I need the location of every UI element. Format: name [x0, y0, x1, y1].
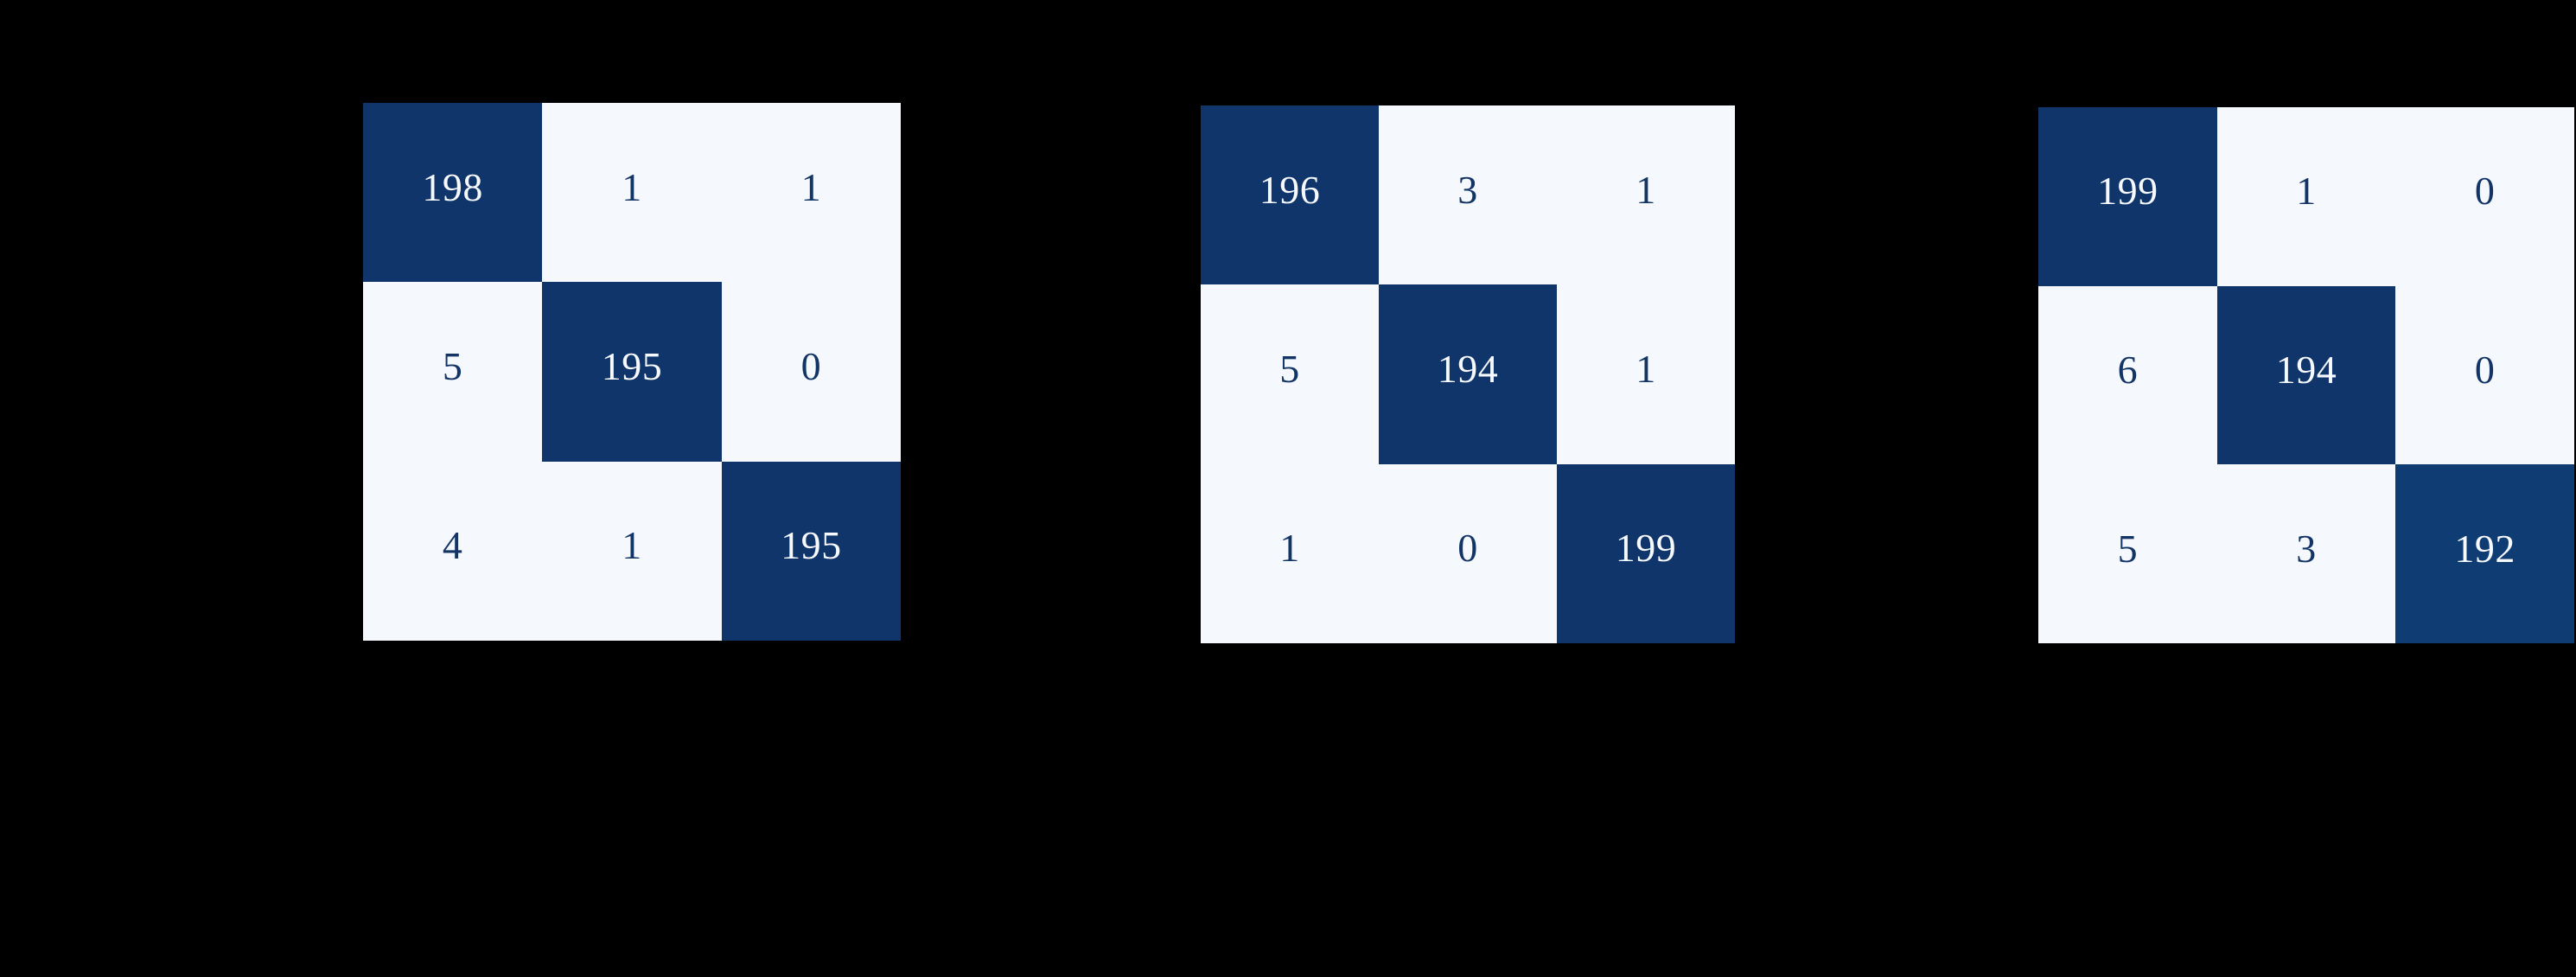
matrix-cell-value: 192 — [2454, 526, 2515, 571]
matrix-cell-r2-c0: 1 — [1201, 463, 1379, 643]
matrix-cell-r1-c1: 194 — [2216, 285, 2396, 465]
matrix-cell-r2-c1: 0 — [1379, 463, 1557, 643]
matrix-cell-r0-c2: 1 — [1557, 105, 1735, 285]
matrix-cell-value: 1 — [800, 164, 822, 209]
matrix-cell-r0-c0: 199 — [2038, 107, 2217, 286]
matrix-cell-r0-c2: 0 — [2395, 107, 2574, 286]
matrix-cell-value: 199 — [1615, 526, 1677, 571]
matrix-cell-value: 4 — [442, 523, 463, 568]
matrix-grid: 196 3 1 5 194 1 1 0 199 — [1201, 105, 1735, 643]
matrix-cell-value: 3 — [1457, 167, 1478, 212]
matrix-cell-r2-c0: 5 — [2038, 464, 2217, 643]
matrix-cell-r1-c2: 0 — [2395, 285, 2574, 465]
matrix-cell-value: 194 — [1437, 346, 1499, 391]
matrix-cell-value: 6 — [2117, 347, 2139, 392]
confusion-matrix-2: 196 3 1 5 194 1 1 0 199 — [1201, 105, 1735, 643]
matrix-cell-r0-c1: 3 — [1379, 105, 1557, 285]
matrix-cell-value: 0 — [800, 343, 822, 388]
matrix-cell-value: 1 — [622, 523, 642, 568]
matrix-cell-r0-c2: 1 — [721, 103, 901, 283]
matrix-cell-r1-c1: 195 — [542, 282, 722, 462]
matrix-cell-r1-c0: 5 — [1201, 284, 1379, 464]
matrix-cell-r1-c2: 0 — [721, 282, 901, 462]
matrix-cell-r0-c0: 196 — [1201, 105, 1379, 285]
matrix-grid: 199 1 0 6 194 0 5 3 192 — [2038, 107, 2574, 643]
matrix-cell-value: 5 — [1279, 346, 1300, 391]
matrix-cell-value: 1 — [2296, 169, 2317, 214]
matrix-grid: 198 1 1 5 195 0 4 1 195 — [363, 103, 901, 641]
matrix-cell-value: 1 — [1636, 346, 1656, 391]
matrix-cell-value: 1 — [1636, 167, 1656, 212]
matrix-cell-r2-c2: 192 — [2395, 464, 2574, 643]
matrix-cell-value: 198 — [422, 164, 483, 209]
matrix-cell-r1-c0: 6 — [2038, 285, 2217, 465]
matrix-cell-r1-c0: 5 — [363, 282, 543, 462]
matrix-cell-value: 199 — [2097, 169, 2158, 214]
matrix-cell-r2-c2: 199 — [1557, 463, 1735, 643]
matrix-cell-r0-c0: 198 — [363, 103, 543, 283]
matrix-cell-r1-c1: 194 — [1379, 284, 1557, 464]
matrix-cell-value: 195 — [601, 343, 663, 388]
matrix-cell-r2-c2: 195 — [721, 461, 901, 641]
matrix-cell-value: 1 — [1279, 526, 1300, 571]
matrix-cell-value: 194 — [2275, 347, 2337, 392]
matrix-cell-value: 3 — [2296, 526, 2317, 571]
matrix-cell-value: 0 — [2474, 347, 2496, 392]
confusion-matrix-1: 198 1 1 5 195 0 4 1 195 — [363, 103, 901, 641]
matrix-cell-r1-c2: 1 — [1557, 284, 1735, 464]
matrix-cell-r0-c1: 1 — [2216, 107, 2396, 286]
matrix-cell-value: 1 — [622, 164, 642, 209]
matrix-cell-value: 0 — [2474, 169, 2496, 214]
matrix-cell-value: 5 — [442, 343, 463, 388]
matrix-cell-value: 0 — [1457, 526, 1478, 571]
matrix-cell-r2-c1: 1 — [542, 461, 722, 641]
matrix-cell-r2-c1: 3 — [2216, 464, 2396, 643]
matrix-cell-r2-c0: 4 — [363, 461, 543, 641]
matrix-cell-r0-c1: 1 — [542, 103, 722, 283]
matrix-cell-value: 5 — [2117, 526, 2139, 571]
matrix-cell-value: 196 — [1259, 167, 1321, 212]
matrix-cell-value: 195 — [781, 523, 842, 568]
confusion-matrix-3: 199 1 0 6 194 0 5 3 192 — [2038, 107, 2574, 643]
